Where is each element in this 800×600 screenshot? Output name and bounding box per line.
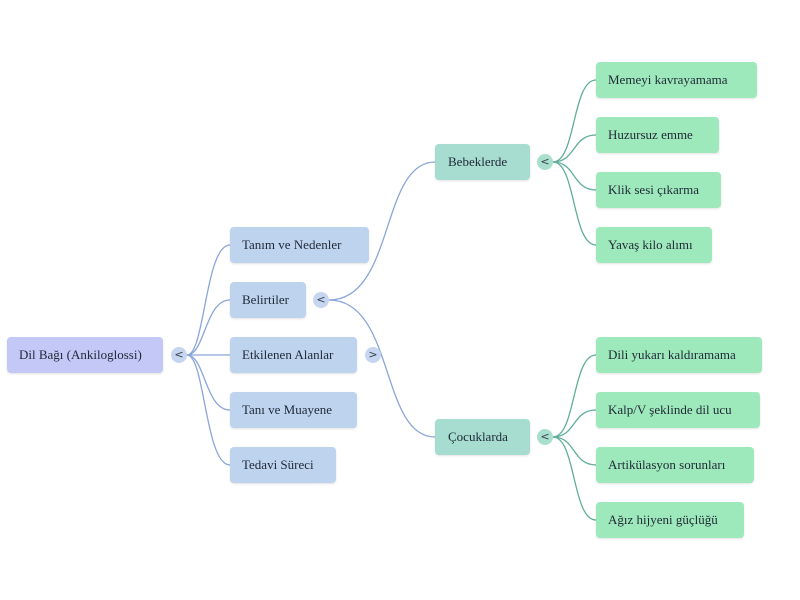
branch-label: Etkilenen Alanlar [242, 347, 334, 362]
connector-cocuklarda-leaf-3 [552, 436, 597, 466]
connector-root-tani [186, 354, 231, 411]
group-cocuklarda[interactable]: Çocuklarda [435, 419, 530, 455]
leaf-label: Dili yukarı kaldıramama [608, 347, 736, 362]
connector-bebeklerde-leaf-1 [552, 79, 597, 163]
belirtiler-collapse-toggle[interactable]: < [313, 292, 329, 308]
etkilenen-expand-toggle[interactable]: > [365, 347, 381, 363]
connector-root-tedavi [186, 354, 231, 466]
branch-tani-ve-muayene[interactable]: Tanı ve Muayene [230, 392, 357, 428]
leaf-yavas-kilo-alimi[interactable]: Yavaş kilo alımı [596, 227, 712, 263]
connector-bebeklerde-leaf-3 [552, 161, 597, 191]
connector-cocuklarda-leaf-1 [552, 354, 597, 438]
connector-root-belirtiler [186, 299, 231, 356]
branch-tedavi-sureci[interactable]: Tedavi Süreci [230, 447, 336, 483]
leaf-label: Klik sesi çıkarma [608, 182, 699, 197]
leaf-agiz-hijyeni-guclugu[interactable]: Ağız hijyeni güçlüğü [596, 502, 744, 538]
root-node[interactable]: Dil Bağı (Ankiloglossi) [7, 337, 163, 373]
leaf-artikulasyon-sorunlari[interactable]: Artikülasyon sorunları [596, 447, 754, 483]
branch-etkilenen-alanlar[interactable]: Etkilenen Alanlar [230, 337, 357, 373]
branch-label: Tanı ve Muayene [242, 402, 333, 417]
connector-root-tanim [186, 244, 231, 356]
group-label: Bebeklerde [448, 154, 508, 169]
leaf-label: Memeyi kavrayamama [608, 72, 728, 87]
group-label: Çocuklarda [448, 429, 508, 444]
leaf-huzursuz-emme[interactable]: Huzursuz emme [596, 117, 719, 153]
leaf-dili-yukari-kaldiramama[interactable]: Dili yukarı kaldıramama [596, 337, 762, 373]
branch-tanim-ve-nedenler[interactable]: Tanım ve Nedenler [230, 227, 369, 263]
leaf-memeyi-kavrayamama[interactable]: Memeyi kavrayamama [596, 62, 757, 98]
branch-belirtiler[interactable]: Belirtiler [230, 282, 306, 318]
root-connectors [186, 161, 436, 466]
branch-label: Tanım ve Nedenler [242, 237, 342, 252]
leaf-label: Huzursuz emme [608, 127, 693, 142]
leaf-klik-sesi-cikarma[interactable]: Klik sesi çıkarma [596, 172, 721, 208]
leaf-label: Ağız hijyeni güçlüğü [608, 512, 718, 527]
connector-bebeklerde-leaf-4 [552, 161, 597, 246]
branch-label: Belirtiler [242, 292, 289, 307]
connector-bebeklerde-leaf-2 [552, 134, 597, 163]
group-connectors [552, 79, 597, 521]
connector-belirtiler-cocuklarda [328, 299, 436, 438]
connector-belirtiler-bebeklerde [328, 161, 436, 301]
connector-cocuklarda-leaf-4 [552, 436, 597, 521]
leaf-label: Artikülasyon sorunları [608, 457, 726, 472]
leaf-label: Kalp/V şeklinde dil ucu [608, 402, 732, 417]
group-bebeklerde[interactable]: Bebeklerde [435, 144, 530, 180]
connector-cocuklarda-leaf-2 [552, 409, 597, 438]
branch-label: Tedavi Süreci [242, 457, 314, 472]
bebeklerde-collapse-toggle[interactable]: < [537, 154, 553, 170]
root-label: Dil Bağı (Ankiloglossi) [19, 347, 142, 362]
leaf-label: Yavaş kilo alımı [608, 237, 693, 252]
cocuklarda-collapse-toggle[interactable]: < [537, 429, 553, 445]
root-collapse-toggle[interactable]: < [171, 347, 187, 363]
leaf-kalp-v-seklinde-dil-ucu[interactable]: Kalp/V şeklinde dil ucu [596, 392, 760, 428]
